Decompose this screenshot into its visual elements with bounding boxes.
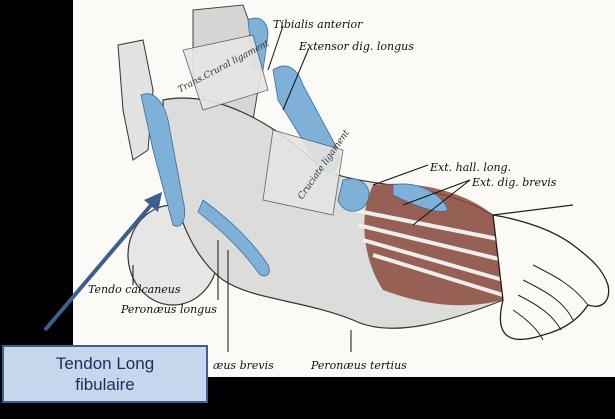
label-peronaeus-tertius: Peronæus tertius (311, 359, 407, 372)
callout-line-2: fibulaire (75, 375, 135, 394)
label-tendo-calcaneus: Tendo calcaneus (88, 283, 181, 296)
label-ext-hall-long: Ext. hall. long. (430, 161, 512, 174)
callout-box: Tendon Long fibulaire (2, 345, 208, 403)
callout-line-1: Tendon Long (55, 354, 155, 373)
label-extensor-dig-longus: Extensor dig. longus (299, 40, 414, 53)
label-ext-dig-brevis: Ext. dig. brevis (472, 176, 557, 189)
foot-drawing (117, 4, 610, 352)
label-peronaeus-longus: Peronæus longus (121, 303, 217, 316)
anatomical-illustration: Tibialis anterior Extensor dig. longus E… (73, 0, 615, 377)
label-tibialis-anterior: Tibialis anterior (273, 18, 363, 31)
label-peronaeus-brevis: æus brevis (213, 359, 274, 372)
